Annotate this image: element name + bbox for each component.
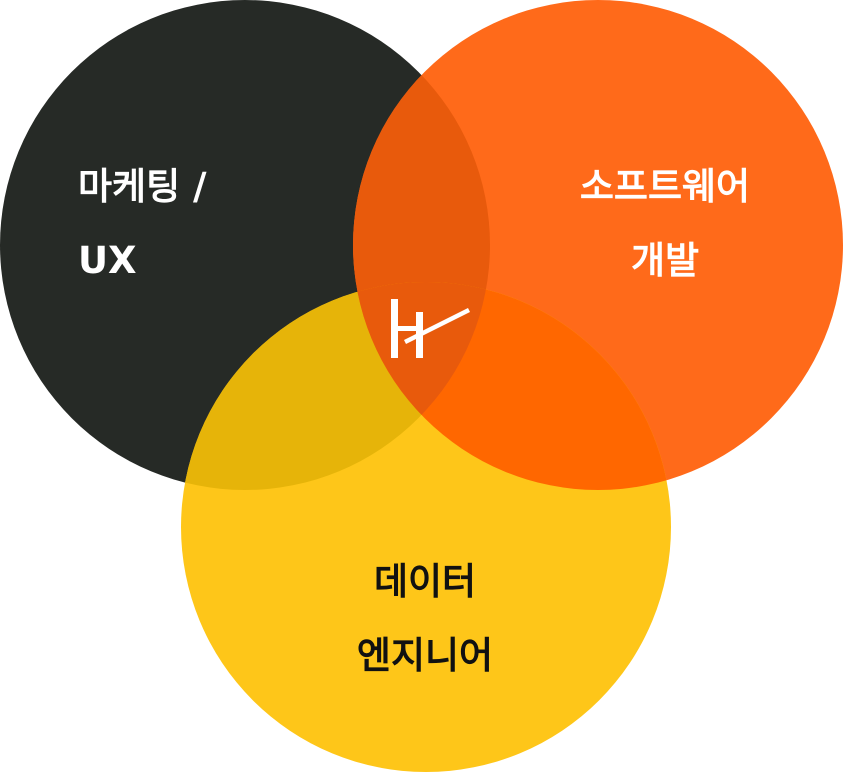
h-logo-icon <box>391 299 470 358</box>
data-engineer-label: 데이터 엔지니어 <box>300 545 550 693</box>
data-label-line-2: 엔지니어 <box>356 634 494 677</box>
data-label-line-1: 데이터 <box>373 560 477 603</box>
marketing-label-line-2: UX <box>78 239 137 282</box>
software-dev-label: 소프트웨어 개발 <box>540 150 790 298</box>
marketing-ux-label: 마케팅 / UX <box>78 150 207 298</box>
software-label-line-2: 개발 <box>630 239 700 282</box>
software-label-line-1: 소프트웨어 <box>579 165 751 208</box>
marketing-label-line-1: 마케팅 / <box>78 165 207 208</box>
overlap-software-data <box>353 282 671 490</box>
overlap-marketing-data <box>181 282 490 490</box>
